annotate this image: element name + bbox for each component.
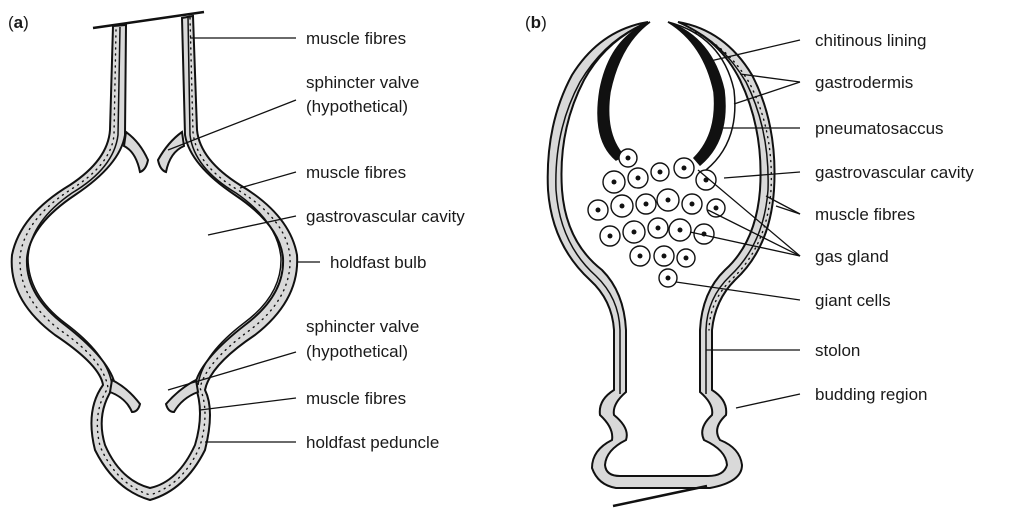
label-sphincter-valve-1-note: (hypothetical) <box>306 97 408 116</box>
muscle-fibre-dots-left <box>20 30 150 495</box>
label-muscle-fibres-3: muscle fibres <box>306 389 406 408</box>
holdfast-outer-wall <box>12 16 298 500</box>
muscle-fibre-dots-right <box>150 18 290 495</box>
panel-a-tag: (a) <box>8 13 29 32</box>
panel-a: (a) muscle fibres sphincter valve (hypot… <box>8 12 465 500</box>
label-gastrodermis: gastrodermis <box>815 73 913 92</box>
panel-b: (b) <box>525 13 974 506</box>
label-muscle-fibres-2: muscle fibres <box>306 163 406 182</box>
label-sphincter-valve-1: sphincter valve <box>306 73 419 92</box>
label-stolon: stolon <box>815 341 860 360</box>
label-gastrovascular-cavity-a: gastrovascular cavity <box>306 207 465 226</box>
gas-gland-cluster <box>588 149 725 287</box>
label-muscle-fibres-1: muscle fibres <box>306 29 406 48</box>
label-muscle-fibres-b: muscle fibres <box>815 205 915 224</box>
label-giant-cells: giant cells <box>815 291 891 310</box>
label-sphincter-valve-2: sphincter valve <box>306 317 419 336</box>
label-holdfast-bulb: holdfast bulb <box>330 253 426 272</box>
label-budding-region: budding region <box>815 385 927 404</box>
label-gastrovascular-cavity-b: gastrovascular cavity <box>815 163 974 182</box>
label-chitinous-lining: chitinous lining <box>815 31 927 50</box>
label-sphincter-valve-2-note: (hypothetical) <box>306 342 408 361</box>
label-pneumatosaccus: pneumatosaccus <box>815 119 944 138</box>
panel-b-tag: (b) <box>525 13 547 32</box>
sphincter-valve-upper <box>124 132 184 172</box>
label-holdfast-peduncle: holdfast peduncle <box>306 433 439 452</box>
label-gas-gland: gas gland <box>815 247 889 266</box>
holdfast-inner-outline-right <box>188 17 281 385</box>
